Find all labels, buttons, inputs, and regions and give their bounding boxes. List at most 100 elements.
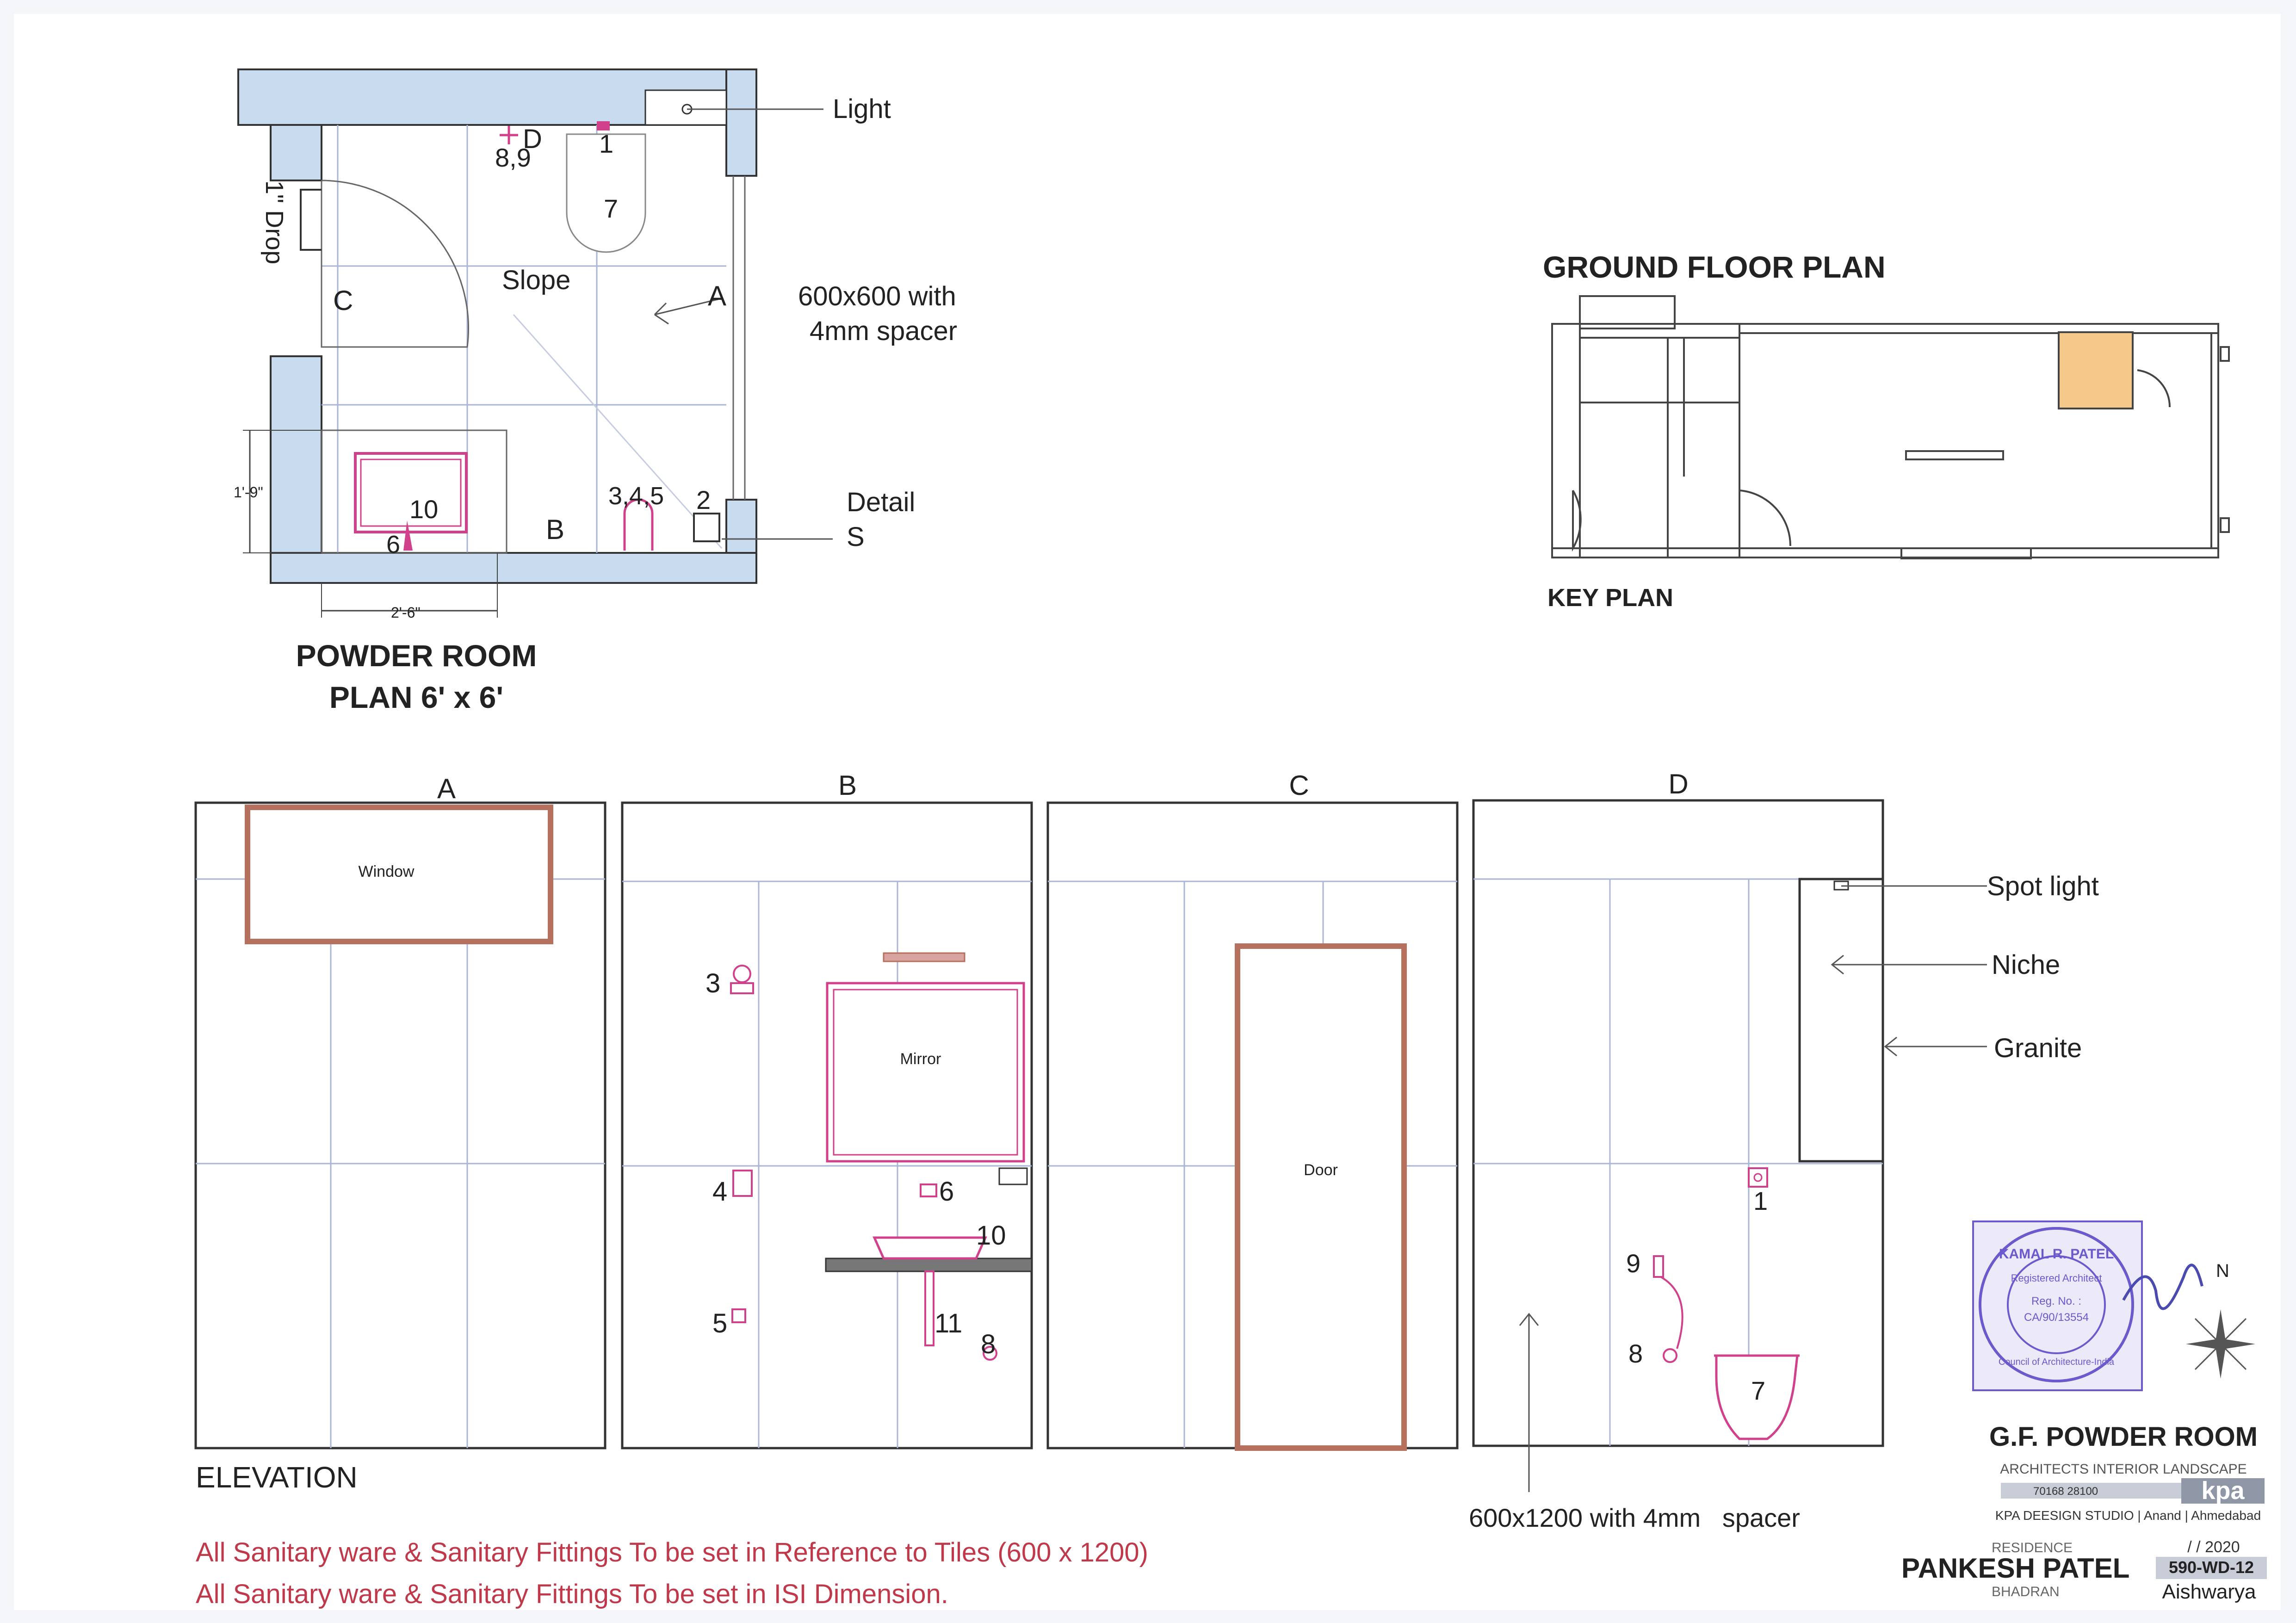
- elevation-d: D 1 9: [1469, 768, 2099, 1532]
- label-c: C: [333, 285, 353, 316]
- label-345: 3,4,5: [608, 482, 664, 510]
- bottom-wall: [270, 552, 757, 584]
- gf-top-block: [1579, 295, 1676, 329]
- left-wall-upper: [270, 124, 322, 181]
- elevation-c-header: C: [1289, 770, 1309, 801]
- ground-floor-title: GROUND FLOOR PLAN: [1543, 250, 1886, 284]
- residence-label: RESIDENCE: [1992, 1540, 2073, 1555]
- niche-box: [1798, 878, 1884, 1163]
- gf-powder-room-highlight: [2058, 331, 2134, 409]
- basin-elevation: [873, 1236, 987, 1260]
- stamp-line1: Registered Architect: [2011, 1272, 2102, 1284]
- plan-title-line2: PLAN 6' x 6': [329, 680, 503, 714]
- label-d-7: 7: [1751, 1376, 1765, 1405]
- label-b-4: 4: [712, 1177, 727, 1207]
- light-fixture-b: [883, 952, 965, 962]
- label-b: B: [546, 514, 564, 545]
- logo-box: [2181, 1478, 2265, 1504]
- label-tile-line1: 600x600 with: [798, 281, 956, 311]
- shower-head-3-icon: [730, 982, 754, 994]
- label-niche: Niche: [1992, 950, 2060, 980]
- firm-logo: kpa: [2201, 1477, 2245, 1505]
- wc-elevation: [1715, 1354, 1799, 1440]
- fixture-5-icon: [731, 1308, 746, 1323]
- door-swing: [321, 180, 469, 348]
- mirror-frame: [826, 982, 1025, 1163]
- fixture-6-icon: [920, 1183, 937, 1197]
- key-plan-label: KEY PLAN: [1547, 584, 1673, 612]
- label-d-8: 8: [1628, 1339, 1643, 1368]
- label-tile-line2: 4mm spacer: [810, 316, 957, 346]
- label-7: 7: [604, 194, 618, 223]
- plan-title-line1: POWDER ROOM: [296, 638, 537, 673]
- light-box: [644, 89, 727, 126]
- door-label: Door: [1304, 1161, 1338, 1179]
- gf-counter: [1905, 450, 2004, 460]
- sheet-title: G.F. POWDER ROOM: [1989, 1422, 2258, 1452]
- label-1: 1: [599, 129, 613, 158]
- label-granite: Granite: [1994, 1033, 2082, 1063]
- stamp-reg-no: CA/90/13554: [2024, 1311, 2089, 1324]
- powder-room-plan: Light 600x600 with 4mm spacer Detail S S…: [234, 68, 957, 714]
- shower-plan: [623, 498, 654, 551]
- waste-pipe-11: [924, 1270, 934, 1346]
- left-wall-lower: [270, 355, 322, 584]
- drawing-no-box: [2156, 1557, 2267, 1579]
- elevation-b-header: B: [838, 770, 857, 801]
- label-b-6: 6: [939, 1177, 954, 1207]
- north-label: N: [2216, 1261, 2229, 1281]
- label-d-1: 1: [1753, 1186, 1768, 1215]
- fixture-9-icon: [1653, 1255, 1664, 1278]
- fixture-8-elev-icon: [1663, 1348, 1677, 1363]
- elevation-a: A Window ELEVATION: [194, 773, 606, 1494]
- elevation-a-header: A: [437, 773, 456, 804]
- location: BHADRAN: [1992, 1584, 2060, 1599]
- signature: [2122, 1264, 2203, 1310]
- gf-door-arc-1: [1572, 490, 1582, 552]
- slope-line: [513, 314, 723, 549]
- switch-board-icon: [998, 1167, 1028, 1185]
- label-b-10: 10: [976, 1220, 1006, 1251]
- counter-plan: [321, 429, 507, 554]
- label-spot-light: Spot light: [1987, 871, 2099, 901]
- gf-door-arc-2: [1739, 489, 1792, 546]
- elevation-b: B Mirror 3 4 6 10: [621, 770, 1033, 1450]
- tap-6-plan: [403, 520, 413, 551]
- label-light: Light: [833, 94, 891, 124]
- gf-door-arc-3: [2137, 369, 2171, 408]
- wc-plan: [566, 133, 646, 253]
- title-block: G.F. POWDER ROOM ARCHITECTS INTERIOR LAN…: [1901, 1422, 2267, 1603]
- fixture-8-icon: [983, 1346, 997, 1361]
- label-10: 10: [409, 495, 438, 524]
- architect-stamp: KAMAL R. PATEL Registered Architect Reg.…: [1972, 1220, 2203, 1391]
- window-label: Window: [359, 863, 415, 880]
- elevation-label: ELEVATION: [196, 1461, 358, 1494]
- note-line-1: All Sanitary ware & Sanitary Fittings To…: [196, 1537, 1148, 1567]
- mirror-label: Mirror: [900, 1050, 941, 1068]
- basin-plan: [354, 452, 468, 533]
- item-2-plan: [693, 513, 720, 542]
- window-frame: [245, 805, 553, 944]
- firm-phone: 70168 28100: [2033, 1485, 2098, 1498]
- client-name: PANKESH PATEL: [1901, 1553, 2129, 1584]
- stamp-name: KAMAL R. PATEL: [1999, 1246, 2114, 1262]
- granite-counter: [825, 1258, 1033, 1272]
- door-frame: [1235, 943, 1407, 1451]
- label-a: A: [708, 280, 726, 311]
- label-b-8: 8: [981, 1329, 996, 1359]
- fixture-1-elev-icon: [1748, 1167, 1768, 1188]
- phone-band: [2001, 1483, 2181, 1499]
- fixture-4-icon: [732, 1170, 753, 1197]
- label-b-5: 5: [712, 1308, 727, 1338]
- sheet-date: / / 2020: [2187, 1538, 2240, 1556]
- dim-side: 1'-9": [234, 484, 263, 501]
- label-b-3: 3: [706, 968, 720, 998]
- label-detail-s: S: [847, 522, 865, 552]
- elevations: A Window ELEVATION B: [194, 768, 2099, 1532]
- north-arrow: N: [2186, 1261, 2255, 1379]
- elevation-d-header: D: [1668, 768, 1688, 799]
- label-d-9: 9: [1626, 1249, 1640, 1278]
- label-6: 6: [386, 531, 400, 558]
- label-89: 8,9: [495, 143, 531, 172]
